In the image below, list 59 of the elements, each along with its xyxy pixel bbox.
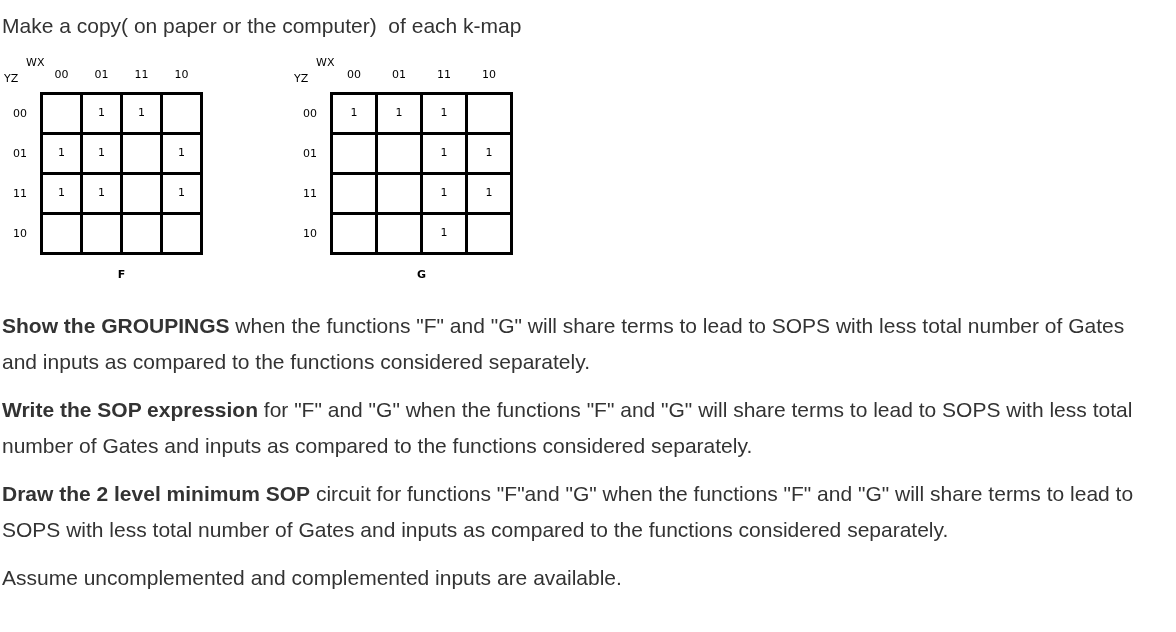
map-cell	[468, 215, 510, 252]
map-cell: 1	[378, 95, 420, 132]
map-cell: 1	[83, 95, 120, 132]
instruction-paragraph: Draw the 2 level minimum SOP circuit for functions "F"and "G" when the functions "F" and "G" will share terms to lead to SOPS with less total number of Gates and inputs as compared to the functions considered separately.	[2, 481, 1135, 543]
map-cell	[123, 135, 160, 172]
map-name: F	[117, 267, 126, 283]
map-cell: 1	[423, 175, 465, 212]
title: Make a copy( on paper or the computer) of each k-map	[2, 13, 522, 39]
map-cell	[333, 135, 375, 172]
row-header: 00	[13, 105, 27, 122]
column-header: 01	[392, 67, 406, 83]
map-cell	[83, 215, 120, 252]
map-name: G	[417, 267, 426, 283]
map-cell	[468, 95, 510, 132]
column-header: 10	[482, 67, 496, 83]
map-cell: 1	[423, 135, 465, 172]
map-cell	[378, 175, 420, 212]
instruction-paragraph: Assume uncomplemented and complemented inputs are available.	[2, 565, 623, 591]
map-cell: 1	[43, 135, 80, 172]
row-header: 10	[13, 225, 27, 242]
map-cell: 1	[83, 135, 120, 172]
column-header: 11	[134, 67, 149, 83]
row-header: 11	[13, 185, 27, 202]
map-cell	[163, 95, 200, 132]
instruction-paragraph: Write the SOP expression for "F" and "G" when the functions "F" and "G" will share terms to lead to SOPS with less total number of Gates and inputs as compared to the functions considered separately.	[2, 397, 1134, 459]
column-header: 11	[437, 67, 451, 83]
axis-label: YZ	[4, 71, 19, 87]
map-cell: 1	[123, 95, 160, 132]
map-cell: 1	[83, 175, 120, 212]
map-cell: 1	[43, 175, 80, 212]
map-cell: 1	[163, 175, 200, 212]
map-cell: 1	[333, 95, 375, 132]
row-header: 01	[13, 145, 27, 162]
row-header: 01	[303, 145, 317, 162]
map-cell: 1	[423, 215, 465, 252]
map-cell	[333, 175, 375, 212]
row-header: 10	[303, 225, 317, 242]
map-cell	[43, 215, 80, 252]
map-cell	[333, 215, 375, 252]
map-cell: 1	[468, 175, 510, 212]
map-cell: 1	[423, 95, 465, 132]
map-cell	[123, 215, 160, 252]
map-cell: 1	[163, 135, 200, 172]
row-header: 11	[303, 185, 317, 202]
column-header: 01	[94, 67, 109, 83]
axis-label: WX	[316, 55, 335, 71]
row-header: 00	[303, 105, 317, 122]
axis-label: YZ	[294, 71, 309, 87]
map-cell	[163, 215, 200, 252]
instruction-paragraph: Show the GROUPINGS when the functions "F" and "G" will share terms to lead to SOPS with less total number of Gates and inputs as compared to the functions considered separately.	[2, 313, 1126, 375]
column-header: 00	[54, 67, 69, 83]
map-cell	[378, 215, 420, 252]
map-cell	[43, 95, 80, 132]
axis-label: WX	[26, 55, 45, 71]
map-cell	[378, 135, 420, 172]
column-header: 00	[347, 67, 361, 83]
map-cell: 1	[468, 135, 510, 172]
column-header: 10	[174, 67, 189, 83]
map-cell	[123, 175, 160, 212]
